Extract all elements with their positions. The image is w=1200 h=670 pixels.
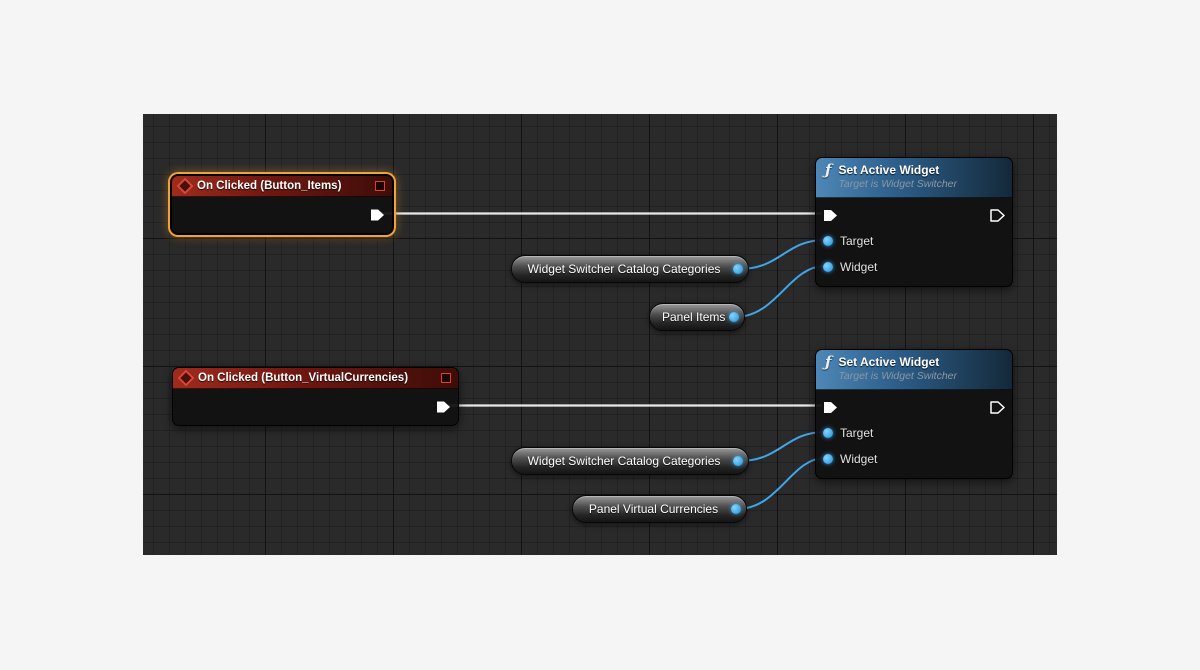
variable-output-pin[interactable] (731, 504, 741, 514)
function-icon: ƒ (825, 353, 832, 371)
function-node-set-active-widget-2[interactable]: ƒ Set Active Widget Target is Widget Swi… (815, 349, 1013, 479)
data-wire-widget-2[interactable] (736, 457, 826, 510)
event-node-body (173, 389, 458, 425)
exec-output-pin[interactable] (990, 208, 1005, 222)
target-pin-label: Target (840, 234, 874, 248)
event-node-header[interactable]: On Clicked (Button_VirtualCurrencies) (173, 368, 458, 389)
event-node-onclicked-button-virtualcurrencies[interactable]: On Clicked (Button_VirtualCurrencies) (172, 367, 459, 426)
function-node-set-active-widget-1[interactable]: ƒ Set Active Widget Target is Widget Swi… (815, 157, 1013, 287)
variable-label: Widget Switcher Catalog Categories (527, 262, 721, 276)
function-node-body: Target Widget (816, 198, 1012, 286)
target-input-pin[interactable] (823, 428, 833, 438)
function-node-title: Set Active Widget (838, 355, 940, 369)
event-diamond-icon (177, 369, 195, 387)
delegate-output-pin[interactable] (441, 373, 451, 383)
function-node-header[interactable]: ƒ Set Active Widget Target is Widget Swi… (816, 158, 1012, 198)
variable-output-pin[interactable] (733, 264, 743, 274)
event-node-header[interactable]: On Clicked (Button_Items) (172, 176, 392, 197)
function-node-subtitle: Target is Widget Switcher (838, 178, 958, 190)
data-wire-target-1[interactable] (738, 239, 826, 270)
variable-output-pin[interactable] (733, 456, 743, 466)
function-node-subtitle: Target is Widget Switcher (838, 370, 958, 382)
variable-node-panel-items[interactable]: Panel Items (649, 303, 745, 331)
variable-node-widget-switcher-catalog-categories-1[interactable]: Widget Switcher Catalog Categories (511, 255, 749, 283)
wire-layer (381, 212, 826, 510)
exec-output-pin[interactable] (436, 401, 451, 414)
data-wire-target-2[interactable] (738, 431, 826, 462)
widget-input-pin[interactable] (823, 262, 833, 272)
data-wire-widget-1[interactable] (734, 265, 826, 318)
function-node-header[interactable]: ƒ Set Active Widget Target is Widget Swi… (816, 350, 1012, 390)
variable-label: Panel Items (662, 310, 726, 324)
function-node-title: Set Active Widget (838, 163, 940, 177)
function-node-body: Target Widget (816, 390, 1012, 478)
variable-node-panel-virtual-currencies[interactable]: Panel Virtual Currencies (572, 495, 747, 523)
function-icon: ƒ (825, 161, 832, 179)
exec-input-pin[interactable] (823, 209, 838, 222)
widget-pin-label: Widget (840, 260, 878, 274)
event-node-title: On Clicked (Button_Items) (197, 180, 342, 192)
target-input-pin[interactable] (823, 236, 833, 246)
widget-input-pin[interactable] (823, 454, 833, 464)
exec-output-pin[interactable] (370, 209, 385, 222)
event-node-title: On Clicked (Button_VirtualCurrencies) (198, 372, 409, 384)
variable-node-widget-switcher-catalog-categories-2[interactable]: Widget Switcher Catalog Categories (511, 447, 749, 475)
widget-pin-label: Widget (840, 452, 878, 466)
event-diamond-icon (176, 177, 194, 195)
variable-output-pin[interactable] (729, 312, 739, 322)
variable-label: Panel Virtual Currencies (588, 502, 719, 516)
variable-label: Widget Switcher Catalog Categories (527, 454, 721, 468)
target-pin-label: Target (840, 426, 874, 440)
delegate-output-pin[interactable] (375, 181, 385, 191)
blueprint-graph-canvas[interactable]: On Clicked (Button_Items) On Clicked (Bu… (143, 114, 1057, 555)
event-node-onclicked-button-items[interactable]: On Clicked (Button_Items) (171, 175, 393, 234)
exec-input-pin[interactable] (823, 401, 838, 414)
exec-output-pin[interactable] (990, 400, 1005, 414)
event-node-body (172, 197, 392, 233)
